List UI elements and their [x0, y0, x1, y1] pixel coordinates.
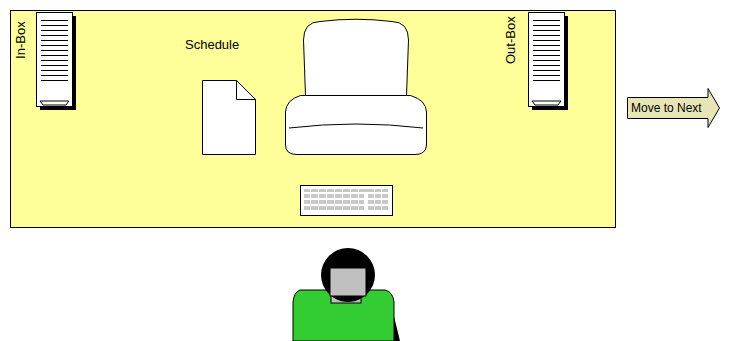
monitor [286, 19, 427, 154]
move-arrow: Move to Next [627, 97, 720, 119]
tray-label: Out-Box [504, 16, 518, 64]
arrow-text: Move to Next [627, 97, 720, 119]
tray-label: Schedule [185, 38, 239, 52]
schedule-page [203, 81, 256, 155]
arrow-outline [628, 89, 720, 128]
person [293, 248, 400, 341]
out-box-tray [529, 13, 569, 111]
tray-label: In-Box [14, 21, 28, 59]
desk [11, 11, 616, 228]
in-box-tray [37, 13, 77, 111]
keyboard [301, 186, 393, 216]
